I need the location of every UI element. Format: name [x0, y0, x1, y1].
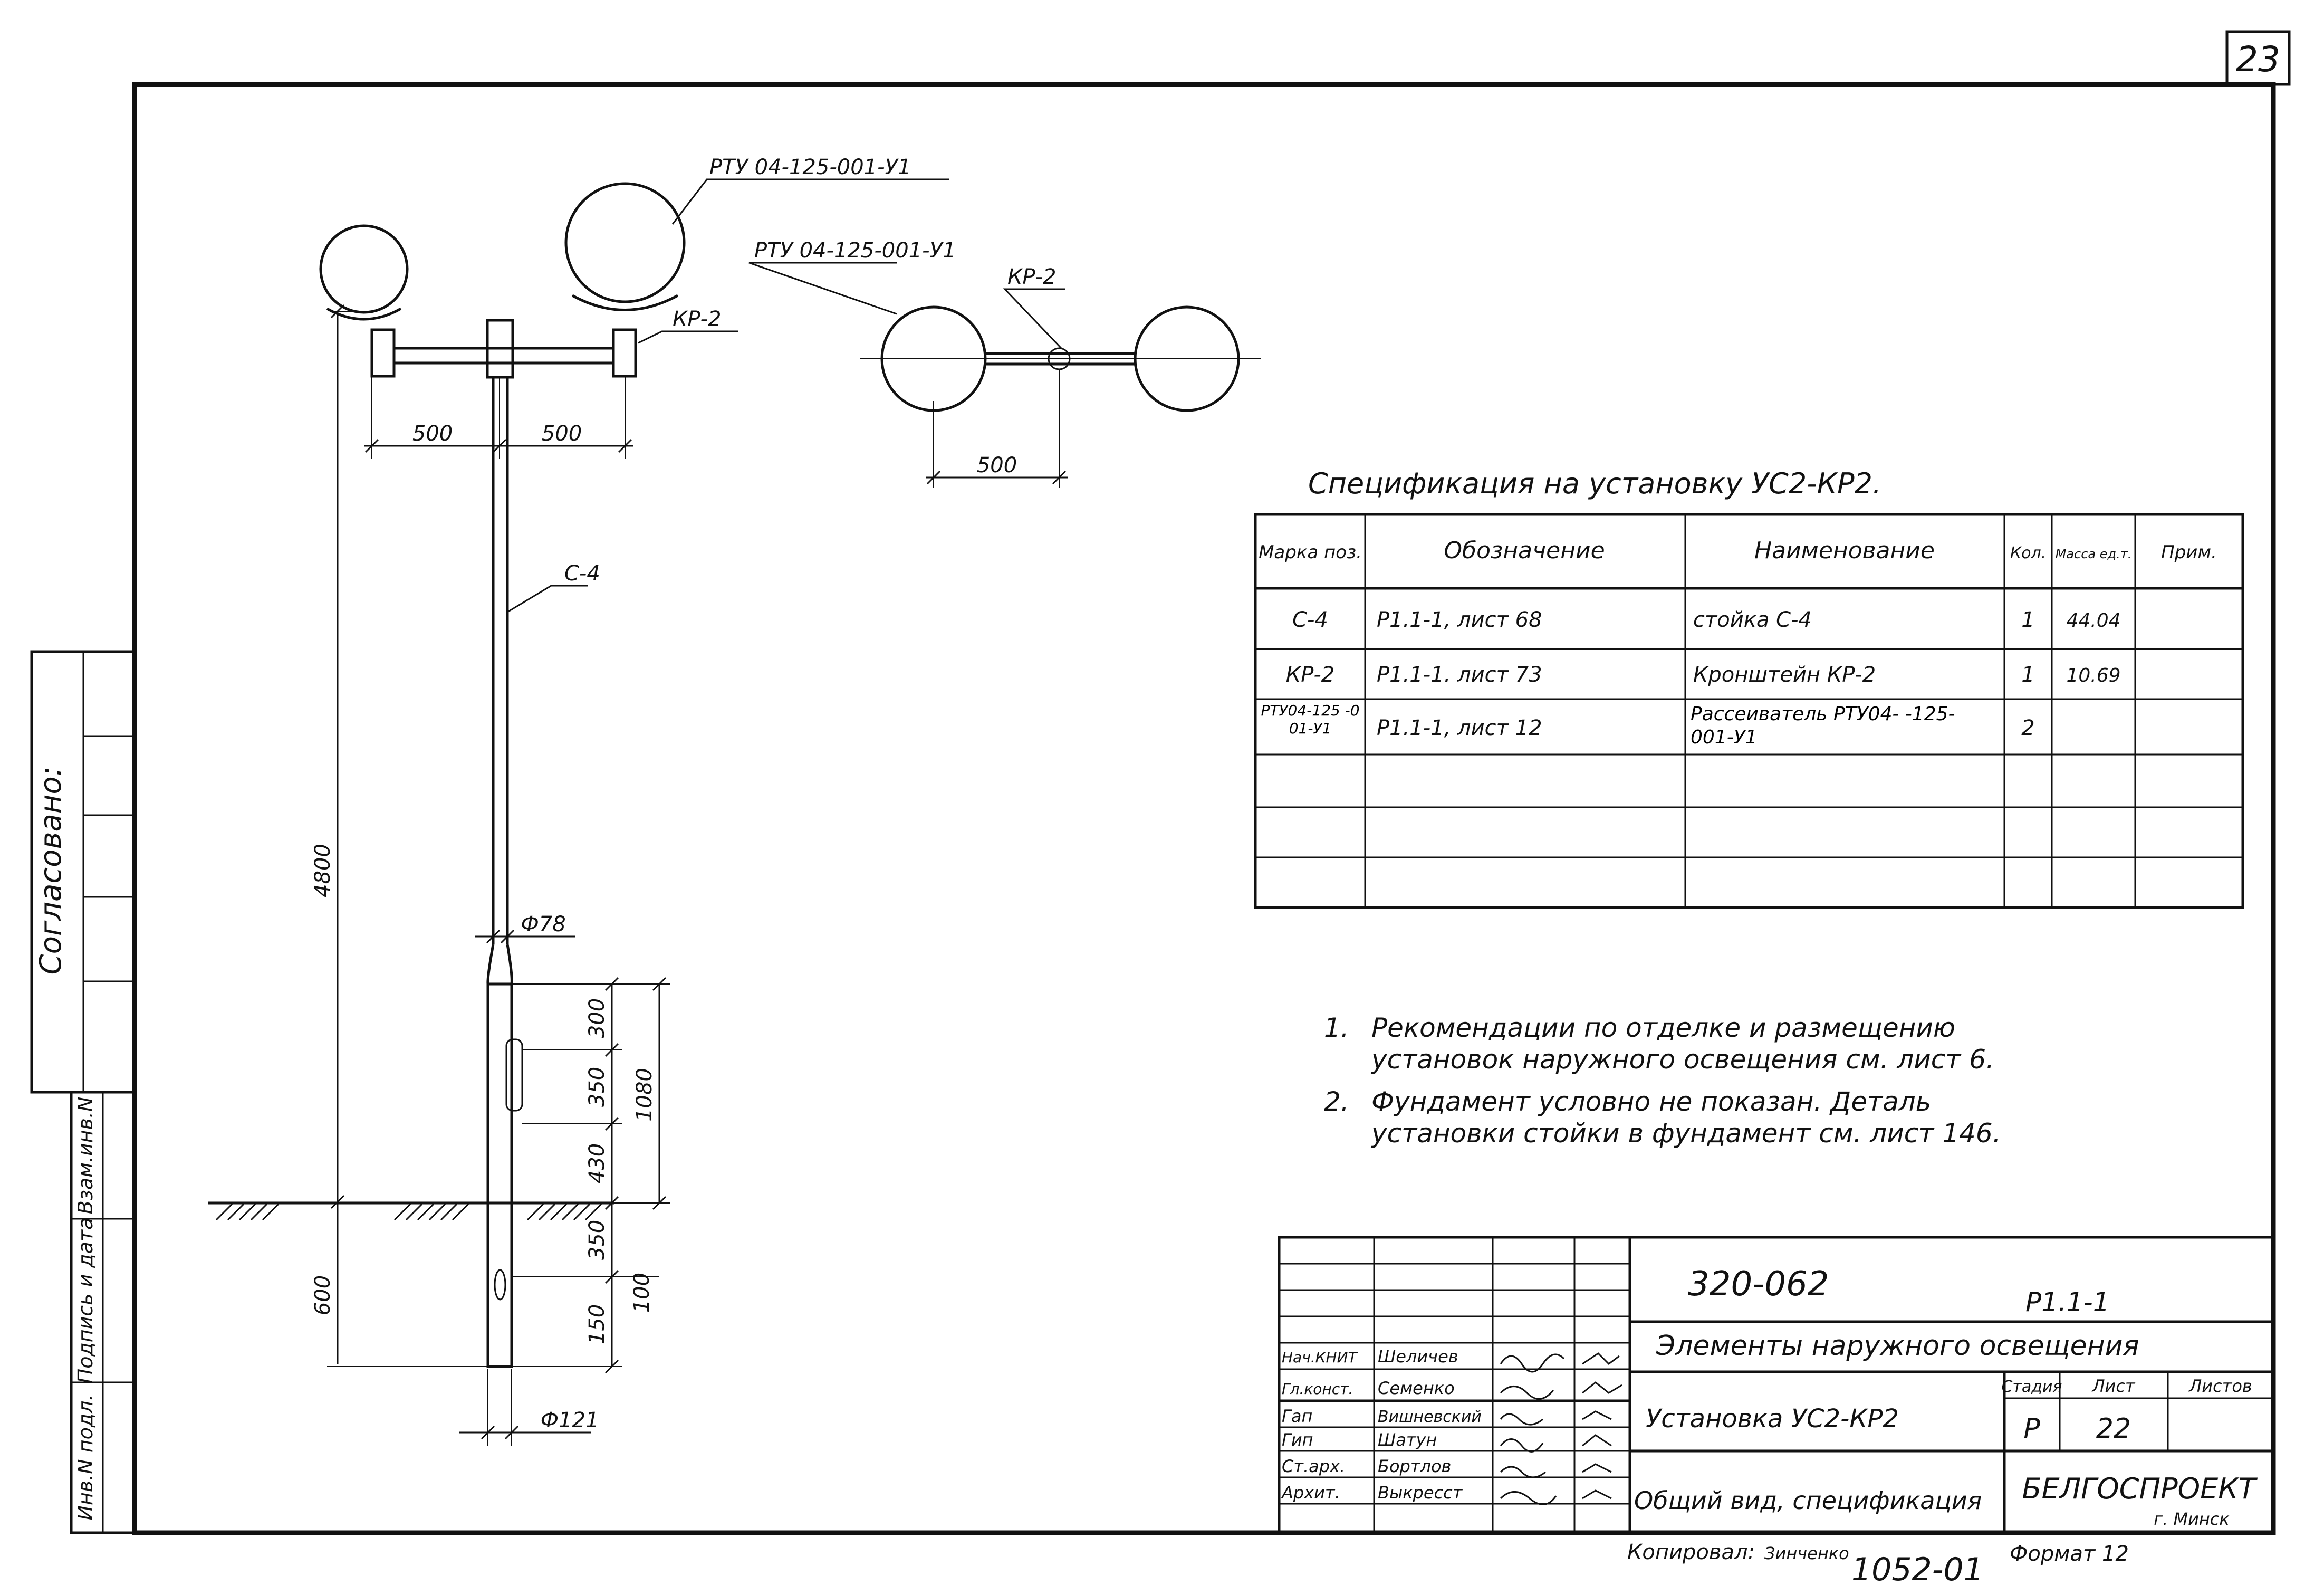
dim-d-upper: Ф78 [521, 912, 565, 937]
callout-plan-diffuser: РТУ 04-125-001-У1 [754, 238, 956, 263]
dim-plan-arm: 500 [977, 453, 1017, 477]
order-number: 1052-01 [1851, 1551, 1984, 1588]
staff-name-3: Вишневский [1378, 1408, 1482, 1426]
sheet-header: Лист [2091, 1376, 2135, 1396]
dim-arm-left: 500 [412, 422, 453, 446]
row2-massa: 10.69 [2066, 665, 2120, 686]
row3-naim: Рассеиватель РТУ04- -125- 001-У1 [1691, 703, 1955, 748]
hdr-marka: Марка поз. [1259, 542, 1362, 563]
object: Установка УС2-КР2 [1646, 1404, 1899, 1434]
globe-left [319, 224, 409, 314]
sheet-title: Общий вид, спецификация [1634, 1486, 1982, 1515]
copied-label: Копировал: [1627, 1540, 1755, 1564]
title-block: Нач.КНИТ Шеличев Гл.конст. Семенко Гап В… [1278, 1236, 2275, 1534]
row2-naim: Кронштейн КР-2 [1693, 663, 1876, 687]
staff-name-6: Выкресст [1378, 1483, 1463, 1503]
footer: Копировал: Зинченко Формат 12 1052-01 [1627, 1540, 2129, 1588]
stage-value: Р [2023, 1413, 2040, 1445]
note2-line1: Фундамент условно не показан. Деталь [1371, 1086, 1931, 1117]
city: г. Минск [2154, 1509, 2230, 1529]
hdr-kol: Кол. [2010, 544, 2046, 562]
row3-kol: 2 [2021, 716, 2034, 740]
staff-name-2: Семенко [1378, 1378, 1455, 1398]
staff-name-5: Бортлов [1378, 1456, 1451, 1476]
page-number: 23 [2236, 39, 2280, 80]
organization: БЕЛГОСПРОЕКТ [2022, 1472, 2258, 1505]
row2-kol: 1 [2021, 663, 2034, 687]
format-label: Формат 12 [2010, 1542, 2129, 1566]
dim-1080: 1080 [632, 1068, 657, 1122]
note2-num: 2. [1324, 1086, 1349, 1117]
staff-role-4: Гип [1282, 1430, 1313, 1450]
dim-430: 430 [585, 1143, 609, 1183]
service-hatch [505, 1038, 523, 1112]
spec-title: Спецификация на установку УС2-КР2. [1308, 467, 1881, 500]
note1-num: 1. [1324, 1013, 1349, 1043]
holder-right [612, 328, 637, 378]
subject: Элементы наружного освещения [1656, 1330, 2139, 1362]
note1-line1: Рекомендации по отделке и размещению [1371, 1013, 1955, 1043]
callout-post: С-4 [564, 561, 600, 586]
staff-name-1: Шеличев [1378, 1346, 1458, 1367]
vzam-inv-label: Взам.инв.N [74, 1097, 97, 1215]
pole-base [486, 982, 513, 1368]
row1-massa: 44.04 [2066, 610, 2120, 632]
note1-line2: установок наружного освещения см. лист 6… [1370, 1044, 1994, 1075]
hdr-oboz: Обозначение [1444, 537, 1605, 564]
row1-naim: стойка С-4 [1693, 608, 1812, 632]
staff-name-4: Шатун [1378, 1430, 1437, 1450]
stage-header: Стадия [2001, 1378, 2062, 1396]
podpis-data-label: Подпись и дата [74, 1218, 97, 1384]
row2-marka: КР-2 [1286, 663, 1334, 687]
spec-table: Спецификация на установку УС2-КР2. Марка… [1254, 467, 2244, 909]
bracket-arm [392, 347, 615, 365]
staff-role-2: Гл.конст. [1282, 1380, 1353, 1398]
holder-left [370, 328, 396, 378]
dim-d-lower: Ф121 [541, 1408, 599, 1432]
dim-height-total: 4800 [311, 844, 335, 897]
row1-marka: С-4 [1292, 608, 1328, 632]
dim-350b: 350 [585, 1220, 609, 1260]
dim-350a: 350 [585, 1067, 609, 1107]
row1-oboz: Р1.1-1, лист 68 [1377, 608, 1542, 632]
note2-line2: установки стойки в фундамент см. лист 14… [1370, 1118, 2001, 1149]
inv-podl-label: Инв.N подл. [74, 1395, 97, 1521]
sheet-value: 22 [2096, 1413, 2131, 1445]
hdr-prim: Прим. [2161, 542, 2217, 563]
callout-diffuser: РТУ 04-125-001-У1 [709, 155, 911, 179]
staff-role-1: Нач.КНИТ [1282, 1349, 1358, 1366]
row1-kol: 1 [2021, 608, 2034, 632]
elevation-view: РТУ 04-125-001-У1 КР-2 С-4 500 500 4800 … [208, 155, 949, 1446]
hdr-naim: Наименование [1754, 537, 1935, 564]
staff-role-6: Архит. [1281, 1483, 1340, 1503]
dim-depth-600: 600 [311, 1275, 335, 1315]
row3-oboz: Р1.1-1, лист 12 [1377, 716, 1542, 740]
dim-150: 150 [585, 1304, 609, 1344]
sheet-frame [132, 82, 2276, 1535]
dim-300: 300 [585, 998, 609, 1038]
staff-role-3: Гап [1282, 1406, 1312, 1426]
callout-bracket: КР-2 [673, 307, 721, 331]
notes: 1. Рекомендации по отделке и размещению … [1324, 1013, 2001, 1149]
soglasovano-label: Согласовано: [34, 766, 68, 975]
callout-plan-bracket: КР-2 [1007, 265, 1056, 289]
plan-view: 500 РТУ 04-125-001-У1 КР-2 [748, 238, 1261, 488]
dim-100: 100 [630, 1273, 654, 1313]
series: Р1.1-1 [2025, 1287, 2110, 1317]
row2-oboz: Р1.1-1. лист 73 [1377, 663, 1542, 687]
staff-role-5: Ст.арх. [1282, 1456, 1345, 1476]
margin-stamp: Согласовано: Взам.инв.N Подпись и дата И… [30, 650, 136, 1534]
hdr-massa: Масса ед.т. [2056, 547, 2132, 561]
dim-arm-right: 500 [542, 422, 582, 446]
page-number-box: 23 [2225, 30, 2291, 86]
globe-right [564, 182, 686, 303]
cable-hole [494, 1269, 506, 1301]
doc-code: 320-062 [1688, 1265, 1829, 1304]
sheets-header: Листов [2188, 1376, 2252, 1396]
row3-marka: РТУ04-125 -001-У1 [1261, 702, 1360, 737]
copier-name: Зинченко [1764, 1543, 1849, 1563]
